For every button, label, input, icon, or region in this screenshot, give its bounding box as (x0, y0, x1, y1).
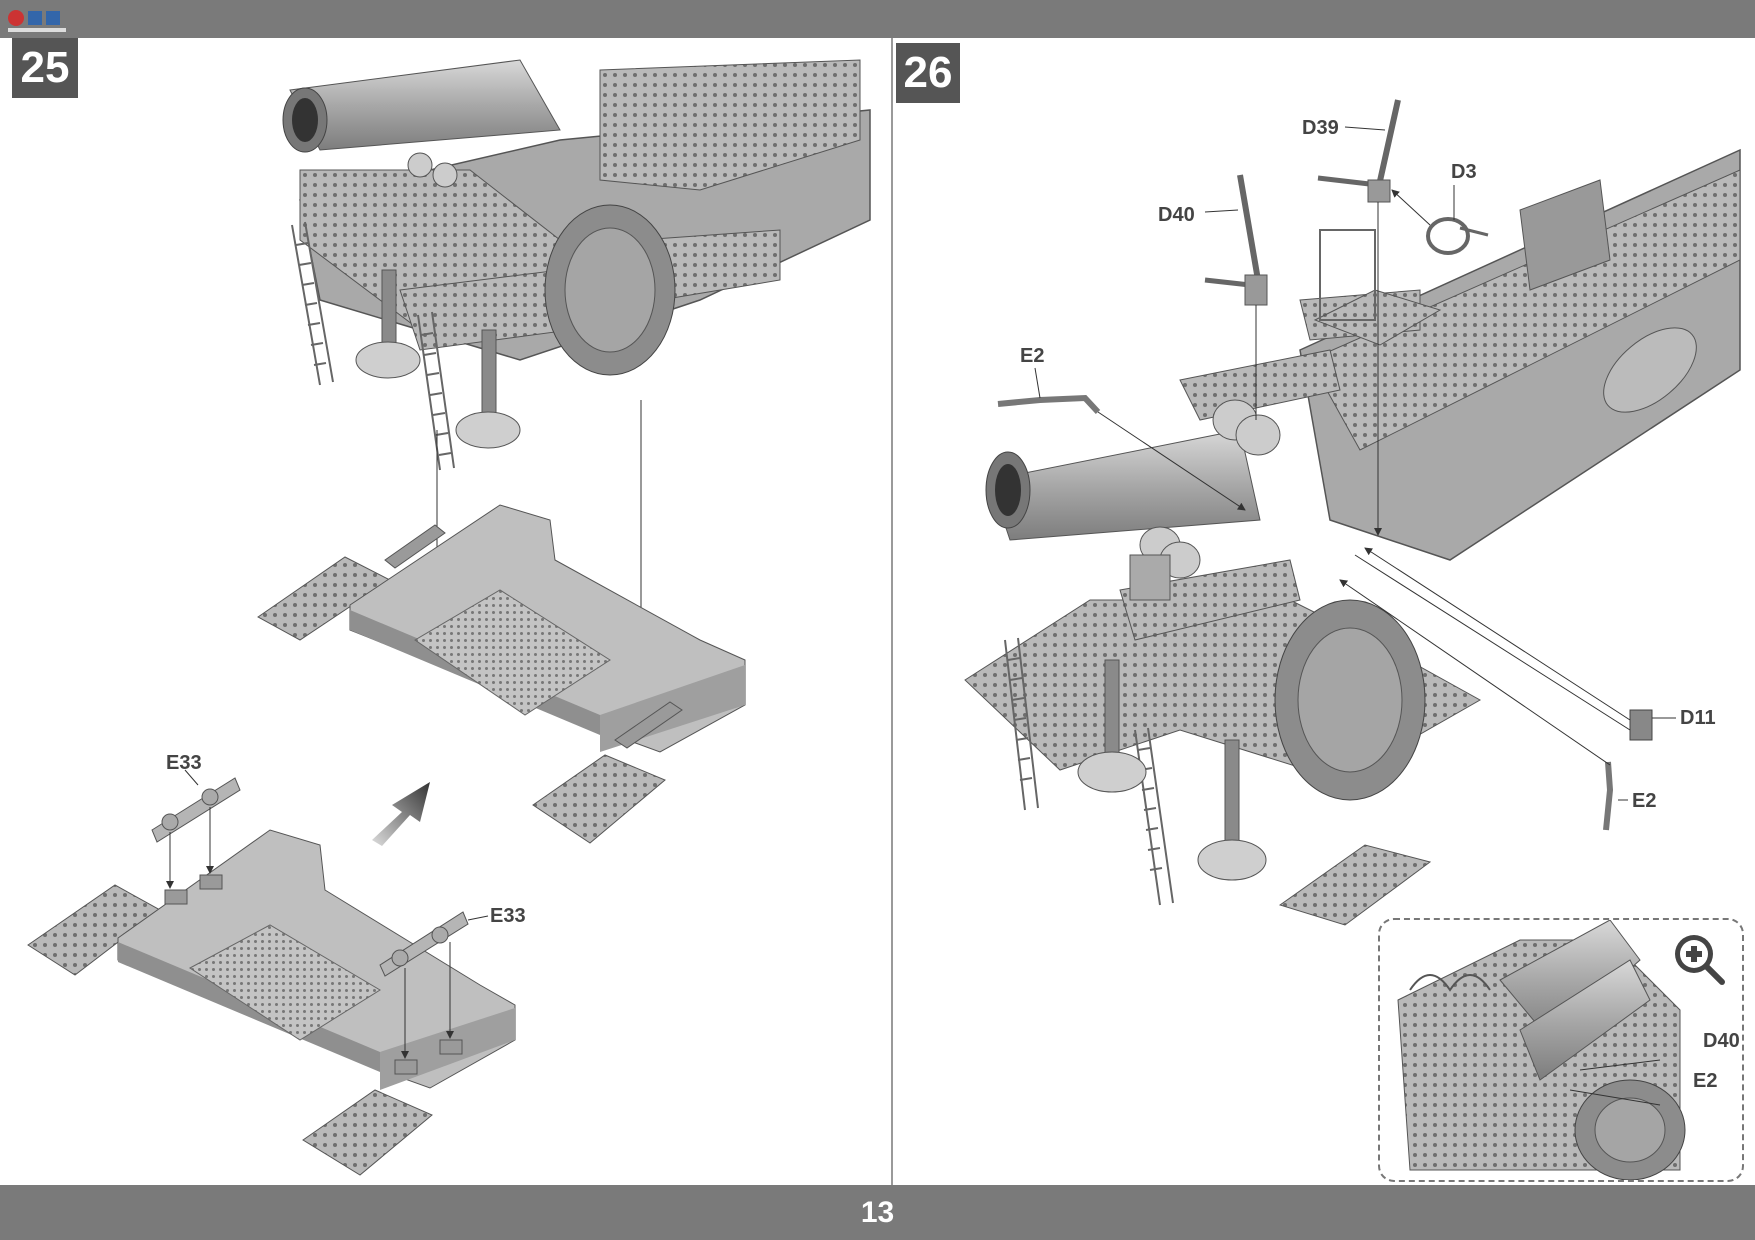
part-e33-top (151, 777, 241, 843)
step26-gun-assembly (964, 148, 1741, 926)
label-d3: D3 (1451, 161, 1477, 183)
part-e2-bottom (1603, 761, 1614, 831)
magnifier-plus-icon (1675, 935, 1725, 985)
step25-gun-assembly (282, 59, 871, 471)
label-detail-e2: E2 (1693, 1070, 1718, 1092)
page-divider (891, 38, 893, 1185)
part-e33-right (379, 911, 469, 977)
arrow-icon (372, 782, 430, 846)
part-d11 (1629, 709, 1653, 741)
label-e2-top: E2 (1020, 345, 1045, 367)
step25-platform-lower (27, 829, 516, 1176)
label-d40: D40 (1158, 204, 1195, 226)
label-d39: D39 (1302, 117, 1339, 139)
step26-guide-lines (1034, 126, 1676, 801)
step25-platform-middle (257, 504, 746, 844)
label-d11: D11 (1680, 707, 1716, 729)
step-number-25: 25 (12, 38, 78, 98)
label-e33-top: E33 (166, 752, 202, 774)
label-e2-bottom: E2 (1632, 790, 1657, 812)
site-logo-icon (4, 6, 70, 34)
label-e33-right: E33 (490, 905, 526, 927)
label-detail-d40: D40 (1703, 1030, 1740, 1052)
step-number-26: 26 (896, 43, 960, 103)
e33-guide-lines (166, 769, 489, 1059)
part-d40 (1204, 174, 1268, 306)
page-number: 13 (860, 1196, 895, 1229)
part-d39 (1317, 99, 1401, 203)
part-d3 (1426, 217, 1489, 255)
detail-illustration (1397, 920, 1686, 1180)
part-e2-top (997, 394, 1101, 415)
detail-view-box (1378, 918, 1744, 1182)
bottom-bar (0, 1185, 1755, 1240)
top-bar (0, 0, 1755, 38)
